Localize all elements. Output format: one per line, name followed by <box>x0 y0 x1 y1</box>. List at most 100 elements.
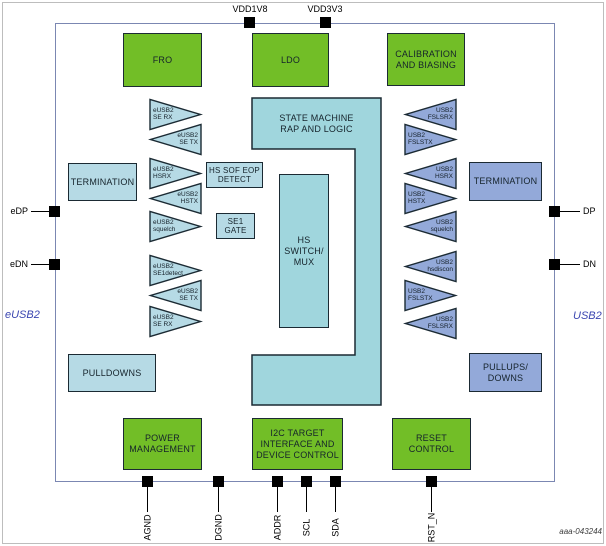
edn-pin-label: eDN <box>9 259 28 269</box>
fro-block: FRO <box>123 33 202 87</box>
addr-pin-line <box>277 487 278 512</box>
amp-label: SE TX <box>179 295 198 303</box>
amp-label: eUSB2 <box>153 106 174 114</box>
addr-pin-square <box>272 476 283 487</box>
state-machine-label: STATE MACHINE RAP AND LOGIC <box>279 112 354 134</box>
hs-sof-eop-detect-label: HS SOF EOP DETECT <box>209 165 260 185</box>
amp-label: eUSB2 <box>177 190 198 198</box>
termination-left-block: TERMINATION <box>68 163 137 201</box>
addr-pin-label: ADDR <box>272 514 283 541</box>
edp-pin-label: eDP <box>10 206 28 216</box>
amp-label: eUSB2 <box>153 218 174 226</box>
dn-pin-label: DN <box>583 259 596 269</box>
ldo-block: LDO <box>252 33 329 87</box>
amp-label: HSTX <box>180 198 198 206</box>
amp-label: eUSB2 <box>177 131 198 139</box>
amp-label: FSLSTX <box>408 139 433 147</box>
scl-pin-line <box>306 487 307 512</box>
calibration-biasing-block: CALIBRATION AND BIASING <box>387 33 465 86</box>
amp-label: FSLSRX <box>427 114 453 122</box>
se1-gate-block: SE1 GATE <box>216 213 255 239</box>
vdd3v3-pin-square <box>320 17 331 28</box>
dp-pin-label: DP <box>583 206 596 216</box>
amp-label: eUSB2 <box>153 165 174 173</box>
rst-n-pin-line <box>431 487 432 512</box>
state-machine-logic-shape <box>251 97 382 406</box>
amp-label: eUSB2 <box>153 313 174 321</box>
edn-pin-square <box>49 259 60 270</box>
ldo-label: LDO <box>280 54 301 65</box>
amp-label: USB2 <box>436 315 453 323</box>
amp-label: HSTX <box>408 198 426 206</box>
eusb2-domain-label: eUSB2 <box>5 309 40 321</box>
agnd-pin-label: AGND <box>142 514 153 541</box>
agnd-pin-line <box>147 487 148 512</box>
dn-pin-line <box>560 264 580 265</box>
amp-label: SE TX <box>179 139 198 147</box>
edp-pin-square <box>49 206 60 217</box>
amp-label: HSRX <box>434 173 453 181</box>
agnd-pin-square <box>142 476 153 487</box>
dgnd-pin-label: DGND <box>213 514 224 541</box>
amp-label: eUSB2 <box>153 262 174 270</box>
amp-label: SE RX <box>153 321 173 329</box>
edn-pin-line <box>31 264 50 265</box>
dgnd-pin-line <box>218 487 219 512</box>
power-management-label: POWER MANAGEMENT <box>129 433 196 454</box>
sda-pin-label: SDA <box>330 518 341 537</box>
calibration-biasing-label: CALIBRATION AND BIASING <box>395 48 457 70</box>
rst-n-pin-label: RST_N <box>426 512 437 543</box>
termination-left-label: TERMINATION <box>70 176 135 187</box>
reset-control-label: RESET CONTROL <box>408 433 455 454</box>
figure-id: aaa-043244 <box>559 527 602 536</box>
amp-label: USB2 <box>436 258 453 266</box>
amp-label: FSLSTX <box>408 295 433 303</box>
sda-pin-square <box>330 476 341 487</box>
amp-label: USB2 <box>408 131 425 139</box>
dp-pin-line <box>560 211 580 212</box>
amp-label: eUSB2 <box>177 287 198 295</box>
pulldowns-block: PULLDOWNS <box>68 354 156 392</box>
amp-label: SE RX <box>153 114 173 122</box>
amp-label: SE1detect <box>153 270 183 278</box>
vdd1v8-pin-label: VDD1V8 <box>232 4 268 14</box>
scl-pin-label: SCL <box>301 518 312 537</box>
pullups-downs-label: PULLUPS/ DOWNS <box>482 361 529 383</box>
rst-n-pin-square <box>426 476 437 487</box>
se1-gate-label: SE1 GATE <box>224 216 247 236</box>
reset-control-block: RESET CONTROL <box>392 418 471 470</box>
hs-switch-mux-label: HS SWITCH/ MUX <box>284 234 324 267</box>
state-machine-label-area: STATE MACHINE RAP AND LOGIC <box>252 98 381 149</box>
edp-pin-line <box>31 211 50 212</box>
dn-pin-square <box>549 259 560 270</box>
pulldowns-label: PULLDOWNS <box>82 367 142 378</box>
amp-label: USB2 <box>436 106 453 114</box>
amp-label: USB2 <box>436 165 453 173</box>
hs-switch-mux-block: HS SWITCH/ MUX <box>279 174 329 328</box>
i2c-target-label: I2C TARGET INTERFACE AND DEVICE CONTROL <box>256 427 339 460</box>
dgnd-pin-square <box>213 476 224 487</box>
amp-label: squelch <box>430 226 453 234</box>
dp-pin-square <box>549 206 560 217</box>
amp-label: USB2 <box>408 190 425 198</box>
amp-label: USB2 <box>436 218 453 226</box>
amp-label: HSRX <box>153 173 172 181</box>
termination-right-block: TERMINATION <box>469 162 542 201</box>
vdd1v8-pin-square <box>244 17 255 28</box>
